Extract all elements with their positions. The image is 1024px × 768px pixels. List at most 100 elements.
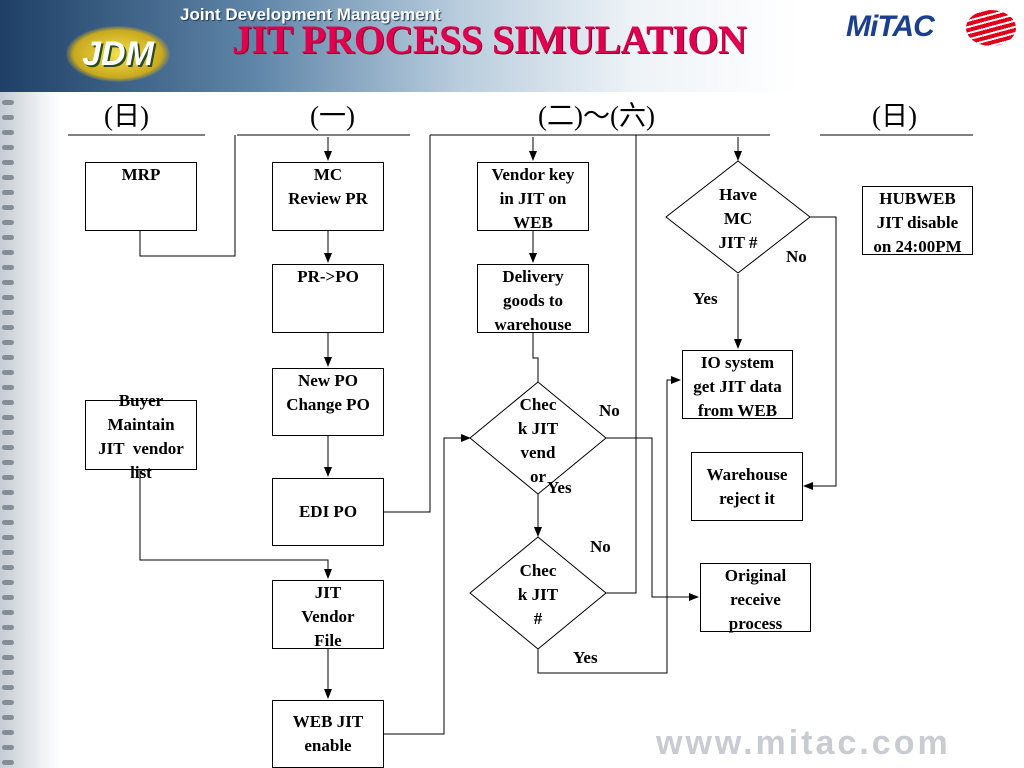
- check-jit-vendor-label: Chec k JIT vend or: [517, 395, 559, 486]
- mrp-box: MRP: [85, 162, 197, 231]
- delivery-goods-box: Delivery goods to warehouse: [477, 264, 589, 334]
- binder-ring: [2, 475, 14, 480]
- binder-ring: [2, 610, 14, 615]
- connector-vendor-no-to-original: [606, 437, 699, 601]
- edi-po-box: EDI PO: [272, 478, 384, 546]
- header-banner: [0, 0, 1024, 92]
- warehouse-reject-box: Warehouse reject it: [691, 452, 803, 521]
- edi-po-label: EDI PO: [298, 502, 358, 521]
- vendor-key-in-box: Vendor key in JIT on WEB: [477, 162, 589, 232]
- buyer-maintain-box: Buyer Maintain JIT vendor list: [85, 391, 197, 482]
- vendor-key-in-label: Vendor key in JIT on WEB: [491, 165, 575, 232]
- binder-ring: [2, 265, 14, 270]
- binder-ring: [2, 700, 14, 705]
- binder-ring: [2, 745, 14, 750]
- check-no-no-label: No: [590, 537, 611, 556]
- timeline-sunday-2: (日): [872, 101, 917, 131]
- binder-ring: [2, 490, 14, 495]
- jdm-logo-text: JDM: [82, 34, 154, 73]
- mitac-mark-icon: [966, 10, 1016, 46]
- io-system-box: IO system get JIT data from WEB: [682, 350, 793, 420]
- binder-ring: [2, 160, 14, 165]
- binder-ring: [2, 190, 14, 195]
- mrp-label: MRP: [121, 165, 161, 184]
- web-jit-enable-label: WEB JIT enable: [292, 712, 364, 755]
- pr-po-box: PR->PO: [272, 264, 384, 333]
- binder-ring: [2, 760, 14, 765]
- have-mc-yes-label: Yes: [693, 289, 718, 308]
- binder-ring: [2, 415, 14, 420]
- binder-ring: [2, 625, 14, 630]
- binder-ring: [2, 520, 14, 525]
- original-receive-label: Original receive process: [724, 566, 787, 633]
- binder-ring: [2, 205, 14, 210]
- jit-vendor-file-box: JIT Vendor File: [272, 580, 384, 650]
- binder-ring: [2, 370, 14, 375]
- warehouse-reject-label: Warehouse reject it: [706, 464, 788, 508]
- binder-ring: [2, 640, 14, 645]
- check-jit-no-label: Chec k JIT #: [517, 561, 559, 628]
- binder-ring: [2, 220, 14, 225]
- connector-edi-to-week: [384, 135, 431, 513]
- jdm-logo: JDM: [66, 26, 170, 82]
- binder-ring: [2, 655, 14, 660]
- binder-ring: [2, 310, 14, 315]
- pr-po-label: PR->PO: [297, 267, 359, 286]
- connector-buyer-to-vendor-file: [139, 470, 332, 579]
- have-mc-no-label: No: [786, 247, 807, 266]
- binder-ring: [2, 100, 14, 105]
- footer-website: www.mitac.com: [656, 724, 951, 762]
- banner-tagline: Joint Development Management: [180, 5, 441, 24]
- binder-ring: [2, 505, 14, 510]
- jit-vendor-file-label: JIT Vendor File: [301, 583, 355, 650]
- check-vendor-yes-label: Yes: [547, 478, 572, 497]
- timeline-sunday-1: (日): [104, 101, 149, 131]
- binder-ring: [2, 685, 14, 690]
- mc-review-pr-label: MC Review PR: [288, 165, 368, 208]
- web-jit-enable-box: WEB JIT enable: [272, 700, 384, 768]
- connector-check-no-yes-to-io: [537, 376, 681, 674]
- binder-ring: [2, 145, 14, 150]
- binder-ring: [2, 280, 14, 285]
- connector-mrp: [139, 135, 236, 257]
- connector-web-enable-to-check-vendor: [384, 434, 471, 735]
- timeline-tue-sat: (二)～(六): [538, 101, 655, 131]
- hubweb-disable-box: HUBWEB JIT disable on 24:00PM: [862, 186, 973, 256]
- binder-ring: [2, 325, 14, 330]
- original-receive-box: Original receive process: [700, 563, 811, 633]
- connector-have-mc-no-to-reject: [803, 216, 837, 490]
- have-mc-jit-diamond: [665, 160, 811, 274]
- binder-spine: [0, 92, 60, 768]
- binder-ring: [2, 340, 14, 345]
- new-change-po-box: New PO Change PO: [272, 368, 384, 436]
- buyer-maintain-label: Buyer Maintain JIT vendor list: [98, 391, 184, 482]
- binder-ring: [2, 385, 14, 390]
- binder-ring: [2, 565, 14, 570]
- binder-ring: [2, 115, 14, 120]
- check-jit-vendor-diamond: [469, 381, 607, 495]
- new-change-po-label: New PO Change PO: [286, 371, 370, 414]
- check-jit-no-diamond: [469, 536, 607, 650]
- connector-delivery-to-check-vendor: [532, 333, 542, 395]
- connector-check-no-no: [606, 135, 637, 594]
- io-system-label: IO system get JIT data from WEB: [693, 353, 782, 420]
- binder-ring: [2, 535, 14, 540]
- binder-ring: [2, 235, 14, 240]
- have-mc-jit-label: Have MC JIT #: [718, 185, 758, 252]
- binder-ring: [2, 460, 14, 465]
- page-title: JIT PROCESS SIMULATION: [232, 17, 747, 62]
- binder-ring: [2, 670, 14, 675]
- timeline-monday: (一): [310, 101, 355, 131]
- binder-ring: [2, 295, 14, 300]
- binder-ring: [2, 595, 14, 600]
- hubweb-disable-label: HUBWEB JIT disable on 24:00PM: [873, 189, 962, 256]
- binder-ring: [2, 550, 14, 555]
- binder-ring: [2, 400, 14, 405]
- delivery-goods-label: Delivery goods to warehouse: [494, 267, 572, 334]
- binder-ring: [2, 175, 14, 180]
- mc-review-pr-box: MC Review PR: [272, 162, 384, 231]
- binder-ring: [2, 445, 14, 450]
- binder-ring: [2, 130, 14, 135]
- binder-ring: [2, 730, 14, 735]
